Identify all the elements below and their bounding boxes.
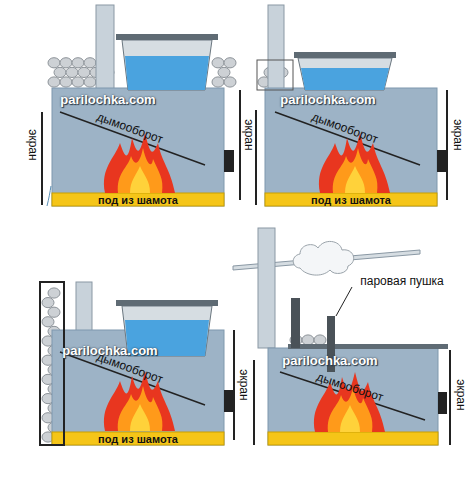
stone	[84, 58, 96, 68]
stone	[84, 77, 96, 87]
stone	[54, 67, 66, 77]
stone	[72, 58, 84, 68]
stone	[314, 335, 326, 345]
screen-label: экран	[452, 119, 464, 150]
stone	[224, 58, 236, 68]
floor-label: под из шамота	[311, 195, 391, 206]
stone	[72, 77, 84, 87]
screen-label: экран	[243, 119, 255, 150]
watermark: parilochka.com	[282, 354, 377, 367]
stone	[60, 77, 72, 87]
stone	[42, 298, 54, 308]
stone	[48, 288, 60, 298]
watermark: parilochka.com	[60, 93, 155, 106]
stone	[212, 58, 224, 68]
floor-label: под из шамота	[98, 195, 178, 206]
stone	[48, 58, 60, 68]
stone	[224, 77, 236, 87]
screen-label: экран	[238, 369, 250, 400]
stone	[42, 317, 54, 327]
screen-label: экран	[455, 379, 467, 410]
stone	[212, 77, 224, 87]
stone	[78, 67, 90, 77]
floor-label: под из шамота	[98, 434, 178, 445]
stone	[66, 67, 78, 77]
stone	[48, 307, 60, 317]
stone	[60, 58, 72, 68]
steam-gun-label: паровая пушка	[360, 275, 444, 287]
stone	[302, 335, 314, 345]
stone	[218, 67, 230, 77]
watermark: parilochka.com	[280, 93, 375, 106]
screen-label: экран	[27, 129, 39, 160]
stone	[48, 77, 60, 87]
